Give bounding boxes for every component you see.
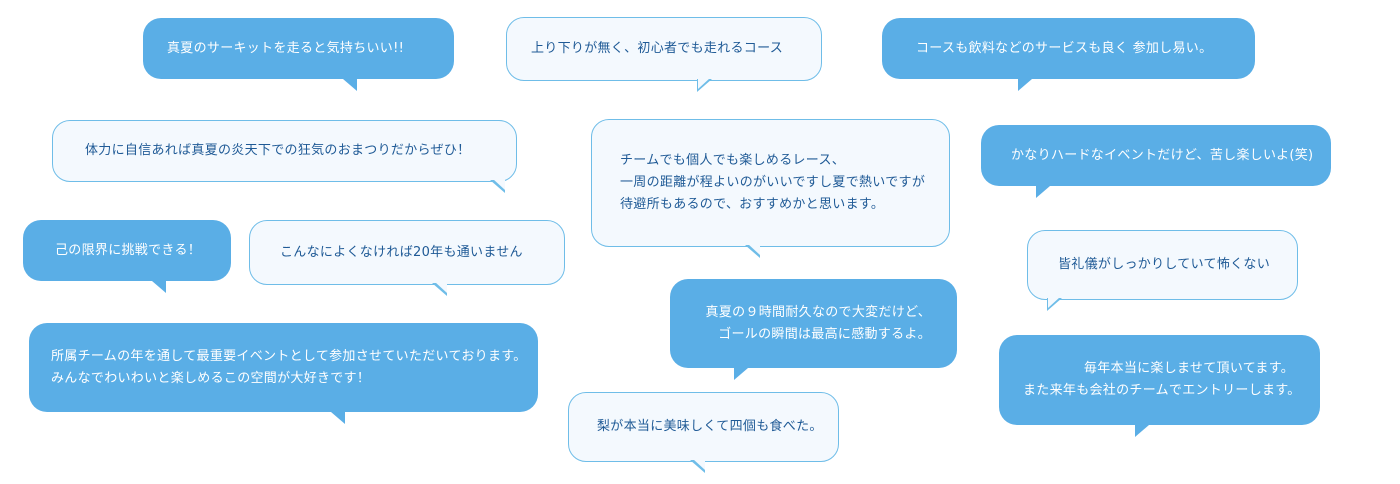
comment-line: また来年も会社のチームでエントリーします。 [1023,383,1301,398]
comment-line: 所属チームの年を通して最重要イベントとして参加させていただいております。 [51,348,527,364]
comment-line: 皆礼儀がしっかりしていて怖くない [1058,257,1271,272]
comment-bubble-13: 梨が本当に美味しくて四個も食べた。 [568,392,839,473]
comment-text: コースも飲料などのサービスも良く 参加し易い。 [916,38,1255,60]
comment-bubble-12: 毎年本当に楽しませて頂いてます。 また来年も会社のチームでエントリーします。 [999,335,1320,437]
speech-tail [690,459,705,473]
comment-text: 梨が本当に美味しくて四個も食べた。 [597,416,838,438]
comment-line: かなりハードなイベントだけど、苦し楽しいよ(笑) [1011,147,1314,163]
comment-bubble-4: 体力に自信あれば真夏の炎天下での狂気のおまつりだからぜひ！ [52,120,517,193]
comment-line: 梨が本当に美味しくて四個も食べた。 [597,419,823,434]
comment-line: 上り下りが無く、初心者でも走れるコース [531,41,784,56]
comment-text: チームでも個人でも楽しめるレース、 一周の距離が程よいのがいいですし夏で熱いです… [620,150,949,216]
comment-bubble-1: 真夏のサーキットを走ると気持ちいい!! [143,18,454,91]
comment-text: 毎年本当に楽しませて頂いてます。 また来年も会社のチームでエントリーします。 [1023,358,1320,402]
comment-line: こんなによくなければ20年も通いません [280,244,523,260]
comment-line: コースも飲料などのサービスも良く 参加し易い。 [916,40,1213,56]
comment-text: 皆礼儀がしっかりしていて怖くない [1058,254,1297,276]
comment-text: 己の限界に挑戦できる！ [55,240,231,262]
speech-tail [745,244,760,258]
speech-tail [734,368,748,380]
comment-bubble-9: 皆礼儀がしっかりしていて怖くない [1027,230,1298,311]
comment-text: 所属チームの年を通して最重要イベントとして参加させていただいております。 みんな… [51,346,538,390]
comment-bubble-6: かなりハードなイベントだけど、苦し楽しいよ(笑) [981,125,1331,198]
speech-tail [432,282,447,296]
speech-tail [343,79,357,91]
comment-line: 毎年本当に楽しませて頂いてます。 [1083,361,1294,376]
speech-tail [490,179,505,193]
speech-tail [152,281,166,293]
comment-bubble-7: 己の限界に挑戦できる！ [23,220,231,293]
comment-text: 真夏の９時間耐久なので大変だけど、 ゴールの瞬間は最高に感動するよ。 [694,302,957,346]
comment-line: 一周の距離が程よいのがいいですし夏で熱いですが [620,175,926,190]
comment-text: かなりハードなイベントだけど、苦し楽しいよ(笑) [1011,145,1331,167]
comment-line: みんなでわいわいと楽しめるこの空間が大好きです！ [51,370,371,386]
comment-bubble-11: 所属チームの年を通して最重要イベントとして参加させていただいております。 みんな… [29,323,538,424]
comment-text: 上り下りが無く、初心者でも走れるコース [531,38,821,60]
comment-text: 体力に自信あれば真夏の炎天下での狂気のおまつりだからぜひ！ [85,140,516,162]
comment-bubble-8: こんなによくなければ20年も通いません [249,220,565,296]
comment-line: 真夏の９時間耐久なので大変だけど、 [705,304,931,320]
comment-bubble-2: 上り下りが無く、初心者でも走れるコース [506,17,822,92]
comment-bubble-5: チームでも個人でも楽しめるレース、 一周の距離が程よいのがいいですし夏で熱いです… [591,119,950,258]
comment-line: 己の限界に挑戦できる！ [55,242,202,258]
comment-text: 真夏のサーキットを走ると気持ちいい!! [167,38,454,60]
speech-tail [331,412,345,424]
comment-text: こんなによくなければ20年も通いません [280,242,564,264]
comment-bubble-10: 真夏の９時間耐久なので大変だけど、 ゴールの瞬間は最高に感動するよ。 [670,279,957,380]
comment-line: 待避所もあるので、おすすめかと思います。 [620,197,885,212]
speech-tail [1135,425,1149,437]
comment-line: ゴールの瞬間は最高に感動するよ。 [718,326,931,342]
speech-tail [1047,297,1062,311]
speech-tail [1036,186,1050,198]
speech-tail [697,78,712,92]
comment-line: チームでも個人でも楽しめるレース、 [620,153,846,168]
comment-line: 体力に自信あれば真夏の炎天下での狂気のおまつりだからぜひ！ [85,143,471,158]
comment-bubble-3: コースも飲料などのサービスも良く 参加し易い。 [882,18,1255,91]
speech-tail [1018,79,1032,91]
comment-line: 真夏のサーキットを走ると気持ちいい!! [167,40,405,56]
